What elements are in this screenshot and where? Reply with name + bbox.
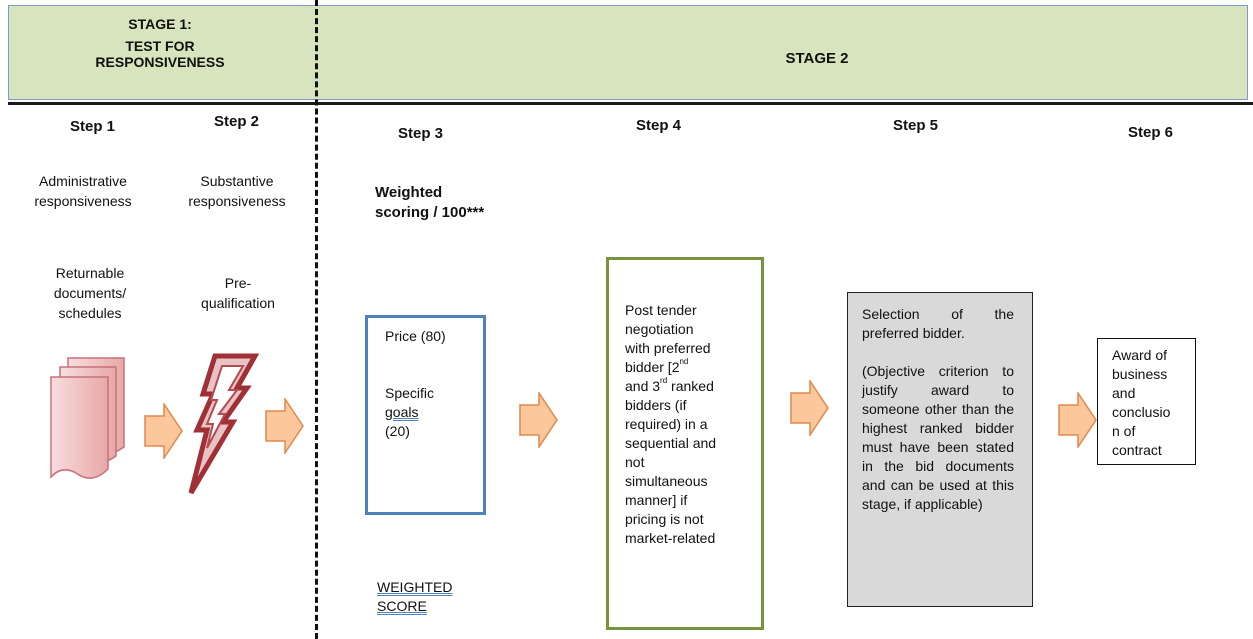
caption-line: Substantive <box>200 173 274 189</box>
weighted-score-label: WEIGHTED SCORE <box>377 578 452 616</box>
returnable-documents-caption: Returnable documents/ schedules <box>40 263 140 323</box>
text-line: contract <box>1112 442 1162 458</box>
stage-divider <box>315 0 318 639</box>
caption-line: documents/ <box>53 285 127 301</box>
step-1-label: Step 1 <box>70 118 116 135</box>
text-span: bidder [2 <box>625 359 680 375</box>
text-line: bidders (if <box>625 397 687 413</box>
price-label: Price (80) <box>385 328 446 344</box>
caption-line: qualification <box>201 295 275 311</box>
stage1-title: STAGE 1: TEST FOR RESPONSIVENESS <box>40 16 280 70</box>
step-3-label: Step 3 <box>398 125 444 142</box>
caption-line: Returnable <box>55 265 125 281</box>
text-line: market-related <box>625 530 716 546</box>
weighted-scoring-title: Weighted scoring / 100*** <box>375 183 484 223</box>
arrow-right-icon <box>1058 392 1097 448</box>
lightning-icon <box>188 353 260 495</box>
selection-box: Selection of the preferred bidder. (Obje… <box>847 292 1033 607</box>
arrow-right-icon <box>790 380 829 436</box>
selection-criterion-paragraph: (Objective criterion to justify award to… <box>862 363 1014 512</box>
step-6-label: Step 6 <box>1128 124 1174 141</box>
arrow-right-icon <box>519 392 558 448</box>
stage2-title: STAGE 2 <box>785 50 849 67</box>
stage-header-bar <box>8 5 1248 100</box>
step-4-label: Step 4 <box>636 117 682 134</box>
text-line: Award of <box>1112 347 1167 363</box>
arrow-right-icon <box>144 403 183 459</box>
caption-line: responsiveness <box>188 193 286 209</box>
caption-line: Administrative <box>39 173 127 189</box>
text-line: conclusio <box>1112 404 1171 420</box>
stage1-line2: TEST FOR <box>125 38 195 54</box>
negotiation-box: Post tender negotiation with preferred b… <box>606 257 764 630</box>
award-box: Award of business and conclusio n of con… <box>1097 338 1196 465</box>
goals-label: Specific <box>385 385 435 401</box>
text-line: and 3rd ranked <box>625 377 749 396</box>
text-line: sequential and <box>625 435 717 451</box>
header-rule <box>8 102 1253 105</box>
title-line: Weighted <box>375 184 443 201</box>
text-line: business <box>1112 366 1168 382</box>
superscript: nd <box>679 357 689 366</box>
price-goals-box: Price (80) Specific goals (20) <box>365 315 486 515</box>
text-line: manner] if <box>625 492 688 508</box>
text-line: bidder [2nd <box>625 358 749 377</box>
score-line: SCORE <box>377 598 427 614</box>
caption-line: responsiveness <box>34 193 132 209</box>
caption-line: Pre- <box>224 275 252 291</box>
text-line: not <box>625 454 645 470</box>
superscript: rd <box>660 376 668 385</box>
text-line: required) in a <box>625 416 708 432</box>
text-line: n of <box>1112 423 1136 439</box>
text-line: negotiation <box>625 321 694 337</box>
stage1-line1: STAGE 1: <box>128 16 192 32</box>
goals-value: (20) <box>385 423 410 439</box>
text-span: ranked <box>667 378 714 394</box>
score-line: WEIGHTED <box>377 579 453 595</box>
text-line: simultaneous <box>625 473 708 489</box>
text-line: pricing is not <box>625 511 704 527</box>
text-line: and <box>1112 385 1136 401</box>
title-line: scoring / 100*** <box>375 204 485 221</box>
stage1-line3: RESPONSIVENESS <box>95 54 225 70</box>
step-2-label: Step 2 <box>214 113 260 130</box>
prequalification-caption: Pre- qualification <box>188 273 288 313</box>
administrative-responsiveness-caption: Administrative responsiveness <box>18 171 148 211</box>
text-line: with preferred <box>625 340 711 356</box>
step-5-label: Step 5 <box>893 117 939 134</box>
goals-label: goals <box>385 404 419 420</box>
documents-icon <box>50 357 125 479</box>
arrow-right-icon <box>265 398 304 454</box>
text-span: and 3 <box>625 378 661 394</box>
substantive-responsiveness-caption: Substantive responsiveness <box>172 171 302 211</box>
caption-line: schedules <box>58 305 122 321</box>
selection-paragraph: Selection of the preferred bidder. <box>862 306 1014 341</box>
text-line: Post tender <box>625 302 697 318</box>
